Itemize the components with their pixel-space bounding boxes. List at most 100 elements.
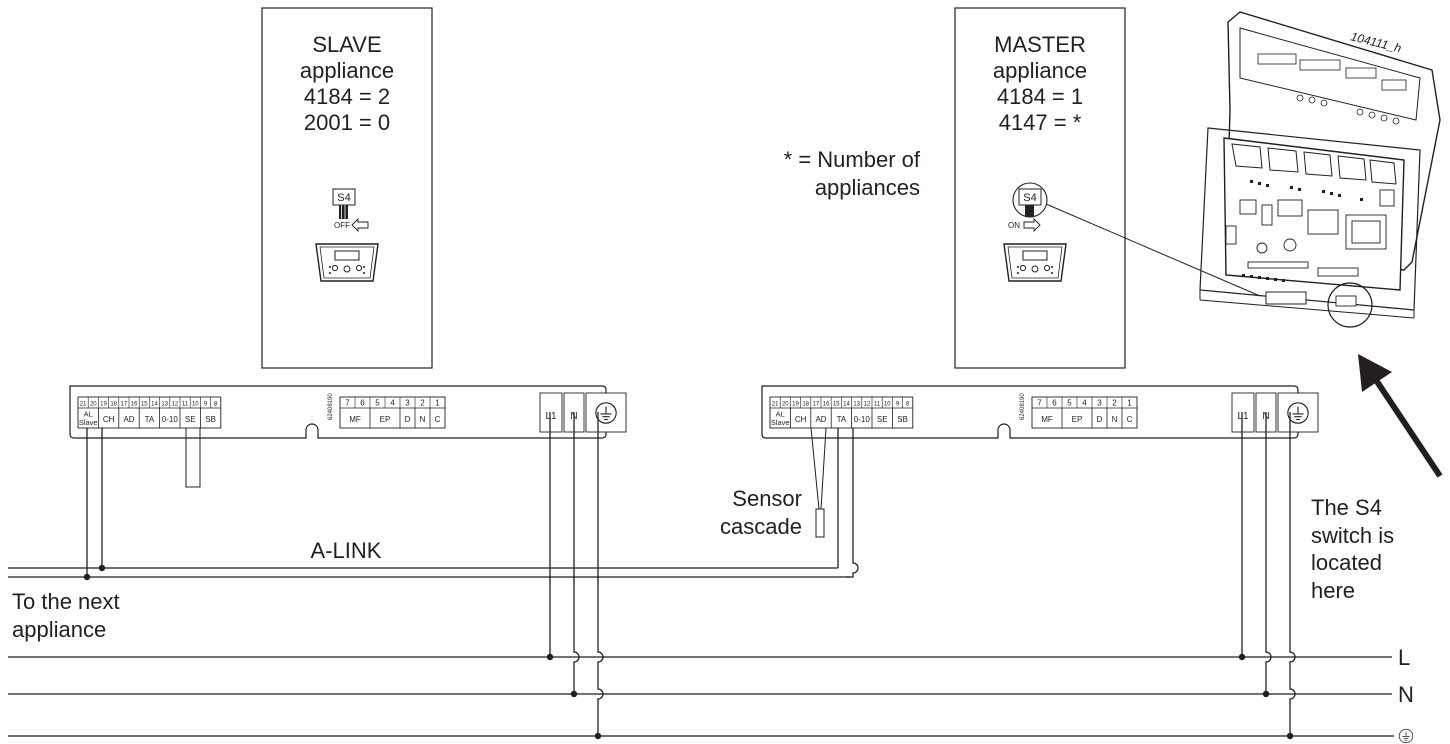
master-terminal-1: 1: [1127, 399, 1132, 408]
master-rgroup-3: N: [1112, 415, 1118, 424]
slave-block-code: 62408190: [328, 393, 334, 420]
slave-terminal-18: 18: [110, 402, 117, 408]
s4-leader-line: [1045, 203, 1261, 297]
sensor-cascade-icon: [810, 427, 827, 538]
master-rgroup-4: C: [1127, 415, 1133, 424]
master-terminal-l1: L1: [1237, 411, 1249, 422]
master-group-0-a: AL: [776, 410, 785, 419]
slave-terminal-4: 4: [390, 399, 395, 408]
master-terminal-13: 13: [853, 402, 860, 408]
sensor-label-line-1: Sensor: [732, 486, 802, 511]
slave-group-6: SB: [205, 415, 216, 424]
slave-terminal-15: 15: [141, 402, 148, 408]
master-s4-label: S4: [1023, 192, 1036, 204]
master-param-4184: 4184 = 1: [997, 84, 1083, 109]
slave-terminal-12: 12: [172, 402, 179, 408]
alink-bus: [8, 428, 859, 578]
slave-control-panel-icon: [315, 243, 379, 282]
s4-location-arrow-icon: [1358, 354, 1443, 478]
master-block-outline: [761, 385, 1299, 439]
master-block-code: 62408190: [1020, 393, 1026, 420]
slave-title-line-1: SLAVE: [312, 32, 381, 57]
master-terminal-17: 17: [813, 402, 820, 408]
master-group-5: SE: [877, 415, 888, 424]
slave-terminal-21: 21: [80, 402, 87, 408]
bus-l-label: L: [1398, 645, 1410, 670]
master-terminal-6: 6: [1052, 399, 1057, 408]
master-terminal-3: 3: [1097, 399, 1102, 408]
slave-terminal-16: 16: [131, 402, 138, 408]
pcb-board-icon: [1199, 11, 1441, 328]
slave-s4-label: S4: [337, 192, 350, 204]
master-terminal-9: 9: [896, 402, 900, 408]
master-terminal-8: 8: [906, 402, 910, 408]
s4-location-line-1: The S4: [1311, 495, 1382, 520]
slave-terminal-5: 5: [375, 399, 380, 408]
sensor-label-line-2: cascade: [720, 514, 802, 539]
slave-group-1: CH: [103, 415, 115, 424]
slave-terminal-13: 13: [161, 402, 168, 408]
master-group-0-b: Slave: [771, 418, 790, 427]
master-terminal-15: 15: [833, 402, 840, 408]
slave-rgroup-3: N: [420, 415, 426, 424]
slave-rgroup-2: D: [405, 415, 411, 424]
alink-label: A-LINK: [311, 538, 382, 563]
slave-block-outline: [69, 385, 607, 439]
slave-terminal-14: 14: [151, 402, 158, 408]
slave-param-2001: 2001 = 0: [304, 110, 390, 135]
slave-rgroup-1: EP: [380, 415, 391, 424]
master-control-panel-icon: [1003, 243, 1067, 282]
slave-param-4184: 4184 = 2: [304, 84, 390, 109]
master-terminal-19: 19: [792, 402, 799, 408]
master-rgroup-2: D: [1097, 415, 1103, 424]
master-group-6: SB: [897, 415, 908, 424]
next-appliance-line-2: appliance: [12, 617, 106, 642]
master-s4-switch: S4 ON: [1008, 182, 1048, 233]
slave-power-drops: [549, 412, 604, 736]
slave-ta-bridge: [185, 428, 201, 488]
master-terminal-5: 5: [1067, 399, 1072, 408]
master-group-2: AD: [815, 415, 826, 424]
slave-group-0-a: AL: [84, 410, 93, 419]
next-appliance-line-1: To the next: [12, 589, 120, 614]
master-terminal-7: 7: [1037, 399, 1042, 408]
slave-s4-arrow-icon: [351, 217, 369, 233]
slave-rgroup-4: C: [435, 415, 441, 424]
slave-terminal-20: 20: [90, 402, 97, 408]
master-power-drops: [1241, 412, 1296, 736]
master-group-3: TA: [837, 415, 847, 424]
s4-location-line-4: here: [1311, 578, 1355, 603]
slave-group-0-b: Slave: [79, 418, 98, 427]
master-param-4147: 4147 = *: [999, 110, 1082, 135]
master-terminal-20: 20: [782, 402, 789, 408]
slave-terminal-l1: L1: [545, 411, 557, 422]
slave-group-4: 0-10: [162, 415, 179, 424]
s4-location-line-2: switch is: [1311, 523, 1394, 548]
slave-rgroup-0: MF: [349, 415, 361, 424]
master-group-4: 0-10: [854, 415, 871, 424]
slave-group-3: TA: [145, 415, 155, 424]
bus-earth-icon: [1398, 728, 1414, 744]
slave-terminal-6: 6: [360, 399, 365, 408]
slave-terminal-7: 7: [345, 399, 350, 408]
slave-terminal-3: 3: [405, 399, 410, 408]
note-line-2: appliances: [815, 175, 920, 200]
slave-group-5: SE: [185, 415, 196, 424]
master-terminal-10: 10: [884, 402, 891, 408]
slave-terminal-2: 2: [420, 399, 425, 408]
s4-location-line-3: located: [1311, 550, 1382, 575]
master-terminal-21: 21: [772, 402, 779, 408]
master-terminal-4: 4: [1082, 399, 1087, 408]
slave-group-2: AD: [123, 415, 134, 424]
slave-terminal-17: 17: [121, 402, 128, 408]
note-line-1: * = Number of: [784, 147, 921, 172]
slave-title-line-2: appliance: [300, 58, 394, 83]
master-title-line-2: appliance: [993, 58, 1087, 83]
slave-s4-switch: S4 OFF: [332, 188, 369, 233]
master-terminal-2: 2: [1112, 399, 1117, 408]
master-terminal-11: 11: [874, 402, 881, 408]
slave-terminal-1: 1: [435, 399, 440, 408]
